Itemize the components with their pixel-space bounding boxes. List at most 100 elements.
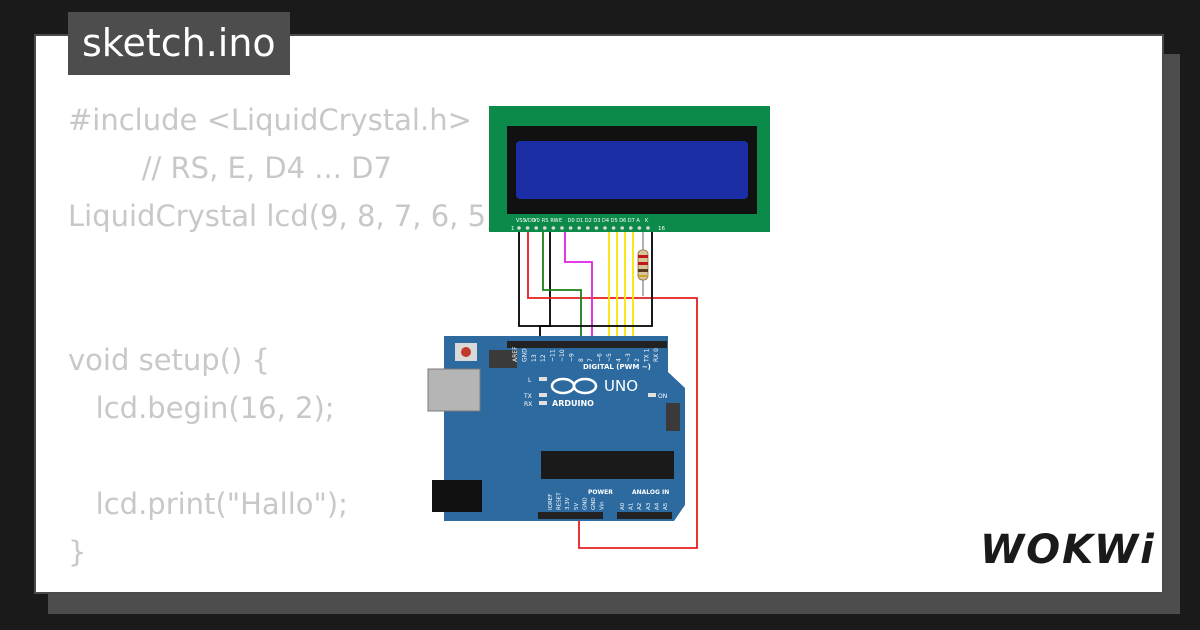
led-label-tx: TX: [523, 393, 532, 400]
lcd-pin[interactable]: [611, 226, 616, 230]
lcd-pin-label: D6: [619, 218, 626, 224]
power-header: [538, 512, 603, 519]
digital-pin-label: 4: [615, 358, 622, 362]
usb-port: [427, 368, 481, 412]
lcd-pin-label: D3: [593, 218, 600, 224]
code-line: lcd.print("Hallo");: [68, 487, 348, 521]
digital-pin-label: ~11: [550, 349, 557, 362]
wire-vdd-5v[interactable]: [527, 232, 698, 549]
lcd-pin[interactable]: [525, 226, 530, 230]
wire-rw-gnd[interactable]: [539, 232, 551, 340]
power-pin-label: A3: [646, 502, 652, 510]
digital-pin-label: ~10: [559, 349, 566, 362]
lcd-pin[interactable]: [594, 226, 599, 230]
reset-button-cap[interactable]: [461, 347, 471, 357]
led-on: [648, 393, 656, 397]
code-line: // RS, E, D4 ... D7: [68, 151, 392, 185]
analog-label: ANALOG IN: [632, 489, 669, 496]
digital-pin-label: TX 1: [644, 348, 651, 363]
icsp-header: [489, 350, 517, 368]
lcd-pin-label: D1: [576, 218, 583, 224]
lcd-pin-label: VDD: [525, 218, 536, 224]
wire-vss-gnd[interactable]: [518, 232, 540, 327]
power-pin-label: A5: [663, 502, 669, 510]
power-pin-label: 5V: [574, 503, 580, 510]
file-title[interactable]: sketch.ino: [68, 12, 290, 75]
infinity-logo-right: [572, 377, 598, 395]
lcd-pin[interactable]: [534, 226, 538, 230]
lcd-pin[interactable]: [577, 226, 581, 230]
power-pin-label: GND: [582, 497, 588, 510]
led-label-rx: RX: [524, 401, 532, 408]
code-line: #include <LiquidCrystal.h>: [68, 103, 472, 137]
power-pin-label: A1: [629, 503, 635, 510]
wokwi-logo: WOKWi: [980, 527, 1154, 577]
code-line: LiquidCrystal lcd(9, 8, 7, 6, 5, 4);: [68, 199, 545, 233]
resistor-band: [638, 269, 648, 272]
wires[interactable]: [518, 232, 698, 549]
wire-k-gnd[interactable]: [540, 232, 653, 327]
code-line: lcd.begin(16, 2);: [68, 391, 335, 425]
led-label-l: L: [528, 377, 532, 384]
lcd-pin-label: RW: [550, 218, 558, 224]
lcd-pin[interactable]: [637, 226, 642, 230]
board-model: UNO: [604, 377, 638, 395]
lcd-pin-label: D0: [568, 218, 575, 224]
lcd-pin-label: VSS: [516, 218, 526, 224]
lcd-pin[interactable]: [620, 226, 624, 230]
lcd-pin-label: RS: [542, 218, 549, 224]
lcd-pin-label: D5: [611, 218, 618, 224]
lcd-pin-label: D2: [585, 218, 592, 224]
digital-pin-label: AREF: [512, 346, 519, 362]
digital-pin-label: ~9: [568, 353, 575, 362]
logo-text: WOKWi: [980, 527, 1156, 573]
lcd-pin[interactable]: [543, 226, 547, 230]
lcd-pin[interactable]: [603, 226, 607, 230]
led-tx: [539, 393, 547, 397]
digital-pin-label: 13: [531, 354, 538, 362]
icsp-header-2: [666, 403, 680, 431]
led-l: [539, 377, 547, 381]
lcd-pin[interactable]: [551, 226, 556, 230]
wire-e-pin8[interactable]: [564, 232, 593, 341]
lcd-pin[interactable]: [560, 226, 564, 230]
digital-header: [507, 341, 667, 348]
resistor[interactable]: [637, 232, 649, 296]
lcd-pin[interactable]: [568, 226, 573, 230]
lcd-pin-label: K: [645, 218, 649, 224]
resistor-band: [638, 275, 648, 277]
lcd-pin-last: 16: [658, 226, 665, 232]
lcd-pin-first: 1: [511, 226, 515, 232]
atmega-chip: [541, 451, 674, 479]
power-pin-label: Vin: [600, 501, 606, 510]
led-rx: [539, 401, 547, 405]
resistor-band: [638, 262, 648, 265]
lcd-pin-label: V0: [533, 218, 540, 224]
digital-pin-label: 12: [540, 354, 547, 362]
board-brand: ARDUINO: [552, 399, 594, 408]
code-line: }: [68, 535, 87, 569]
lcd-pin-label: D4: [602, 218, 609, 224]
lcd-pin-label: A: [636, 218, 640, 224]
lcd-pin-label: E: [559, 218, 562, 224]
lcd-screen: [516, 141, 748, 199]
arduino-infinity-logo: [550, 377, 598, 395]
resistor-band: [638, 255, 648, 258]
power-jack: [432, 480, 482, 512]
power-pin-label: A2: [637, 503, 643, 510]
wire-rs-pin9[interactable]: [542, 232, 582, 341]
lcd-pin[interactable]: [517, 226, 521, 230]
digital-pin-label: 8: [578, 358, 585, 362]
lcd-pin[interactable]: [646, 226, 650, 230]
power-pin-label: 3.3V: [565, 497, 571, 510]
digital-pin-label: RX 0: [653, 348, 660, 362]
lcd-pin[interactable]: [629, 226, 633, 230]
lcd-pin[interactable]: [586, 226, 590, 230]
digital-pin-label: 7: [587, 358, 594, 362]
digital-pin-label: 2: [634, 358, 641, 362]
